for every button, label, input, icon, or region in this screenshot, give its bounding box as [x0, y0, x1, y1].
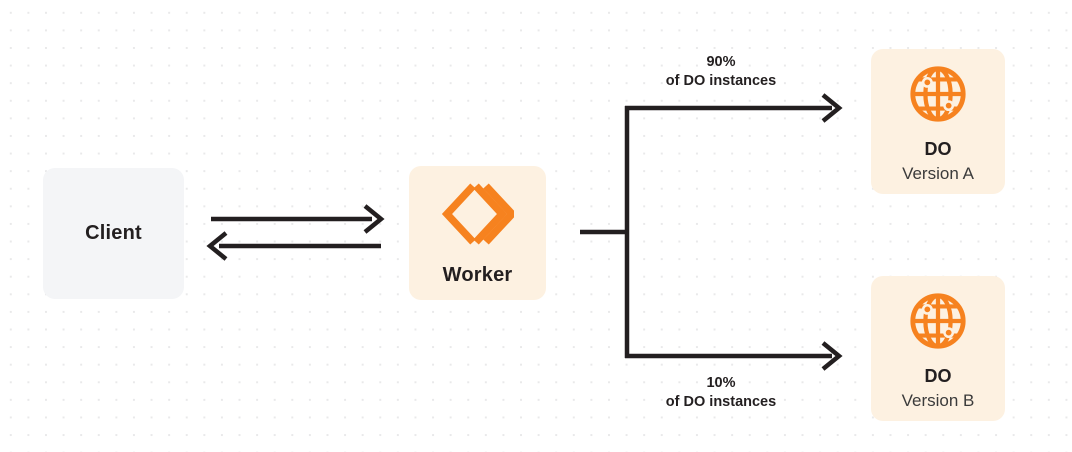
node-do-version-b[interactable]: DO Version B: [871, 276, 1005, 421]
edge-label-do-a: 90% of DO instances: [657, 53, 785, 91]
node-worker[interactable]: Worker: [409, 166, 546, 300]
edge-label-do-b-caption: of DO instances: [665, 394, 777, 411]
do-b-label: DO: [924, 366, 952, 386]
globe-icon: [907, 290, 969, 352]
edge-label-do-b-percent: 10%: [706, 375, 736, 391]
globe-icon: [907, 63, 969, 125]
edge-to-do-a: [625, 93, 843, 123]
do-b-sublabel: Version B: [901, 390, 975, 410]
client-label: Client: [85, 222, 142, 244]
edge-label-do-a-caption: of DO instances: [665, 73, 777, 90]
edge-to-do-b: [625, 341, 843, 371]
edge-label-do-a-percent: 90%: [706, 54, 736, 70]
do-a-sublabel: Version A: [902, 163, 974, 183]
node-client[interactable]: Client: [43, 168, 184, 299]
worker-label: Worker: [442, 263, 513, 286]
cloudflare-workers-icon: [441, 180, 514, 248]
edge-client-to-worker: [211, 204, 385, 234]
node-do-version-a[interactable]: DO Version A: [871, 49, 1005, 194]
edge-label-do-b: 10% of DO instances: [657, 374, 785, 412]
do-a-label: DO: [924, 139, 952, 159]
edge-worker-to-client: [206, 231, 381, 261]
